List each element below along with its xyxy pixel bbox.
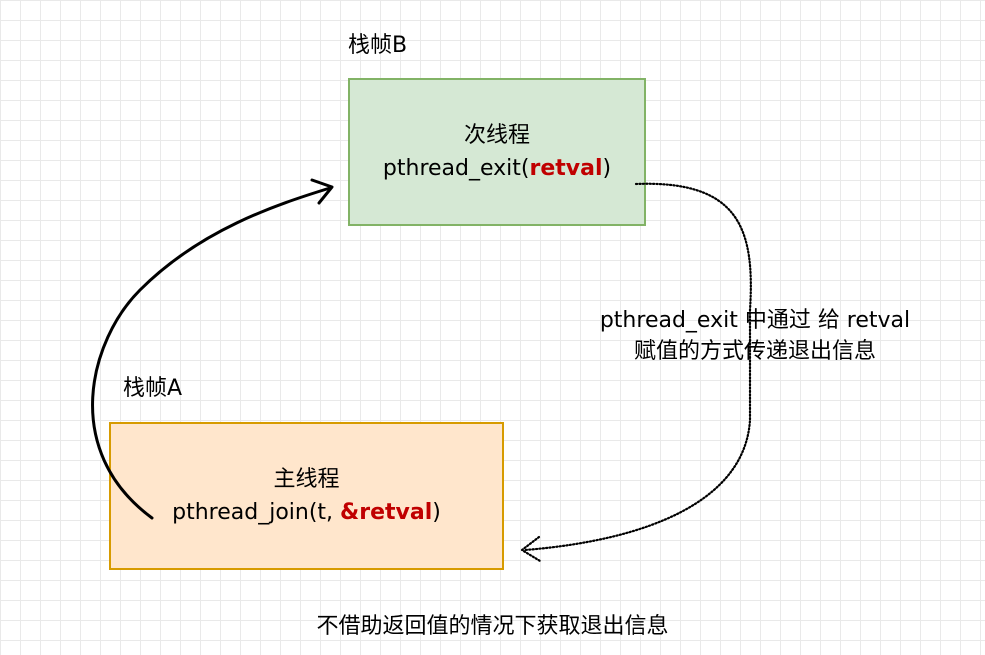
pthread-join-call-prefix: pthread_join(t, xyxy=(172,500,341,525)
exit-info-note: pthread_exit 中通过 给 retval 赋值的方式传递退出信息 xyxy=(550,306,960,368)
diagram-caption: 不借助返回值的情况下获取退出信息 xyxy=(316,614,669,639)
exit-info-note-line-2: 赋值的方式传递退出信息 xyxy=(633,338,876,364)
retval-address-highlight: &retval xyxy=(340,500,433,525)
join-to-exit-arrow xyxy=(91,186,332,520)
exit-to-join-arrowhead xyxy=(520,535,542,563)
secondary-thread-box: 次线程 pthread_exit(retval) xyxy=(348,78,646,226)
secondary-thread-title: 次线程 xyxy=(463,123,530,148)
exit-info-note-line-1: pthread_exit 中通过 给 retval xyxy=(599,308,911,333)
join-to-exit-arrowhead xyxy=(310,178,334,205)
pthread-exit-call-prefix: pthread_exit( xyxy=(382,156,530,181)
retval-highlight: retval xyxy=(529,156,603,181)
pthread-join-call: pthread_join(t, &retval) xyxy=(172,496,441,529)
main-thread-box: 主线程 pthread_join(t, &retval) xyxy=(109,422,504,570)
frame-b-label: 栈帧B xyxy=(348,33,408,58)
pthread-exit-call: pthread_exit(retval) xyxy=(383,152,611,185)
pthread-join-call-suffix: ) xyxy=(432,500,441,525)
exit-to-join-dotted-arrow xyxy=(523,182,752,552)
pthread-exit-call-suffix: ) xyxy=(602,156,612,181)
frame-a-label: 栈帧A xyxy=(123,376,183,401)
main-thread-title: 主线程 xyxy=(273,467,340,492)
